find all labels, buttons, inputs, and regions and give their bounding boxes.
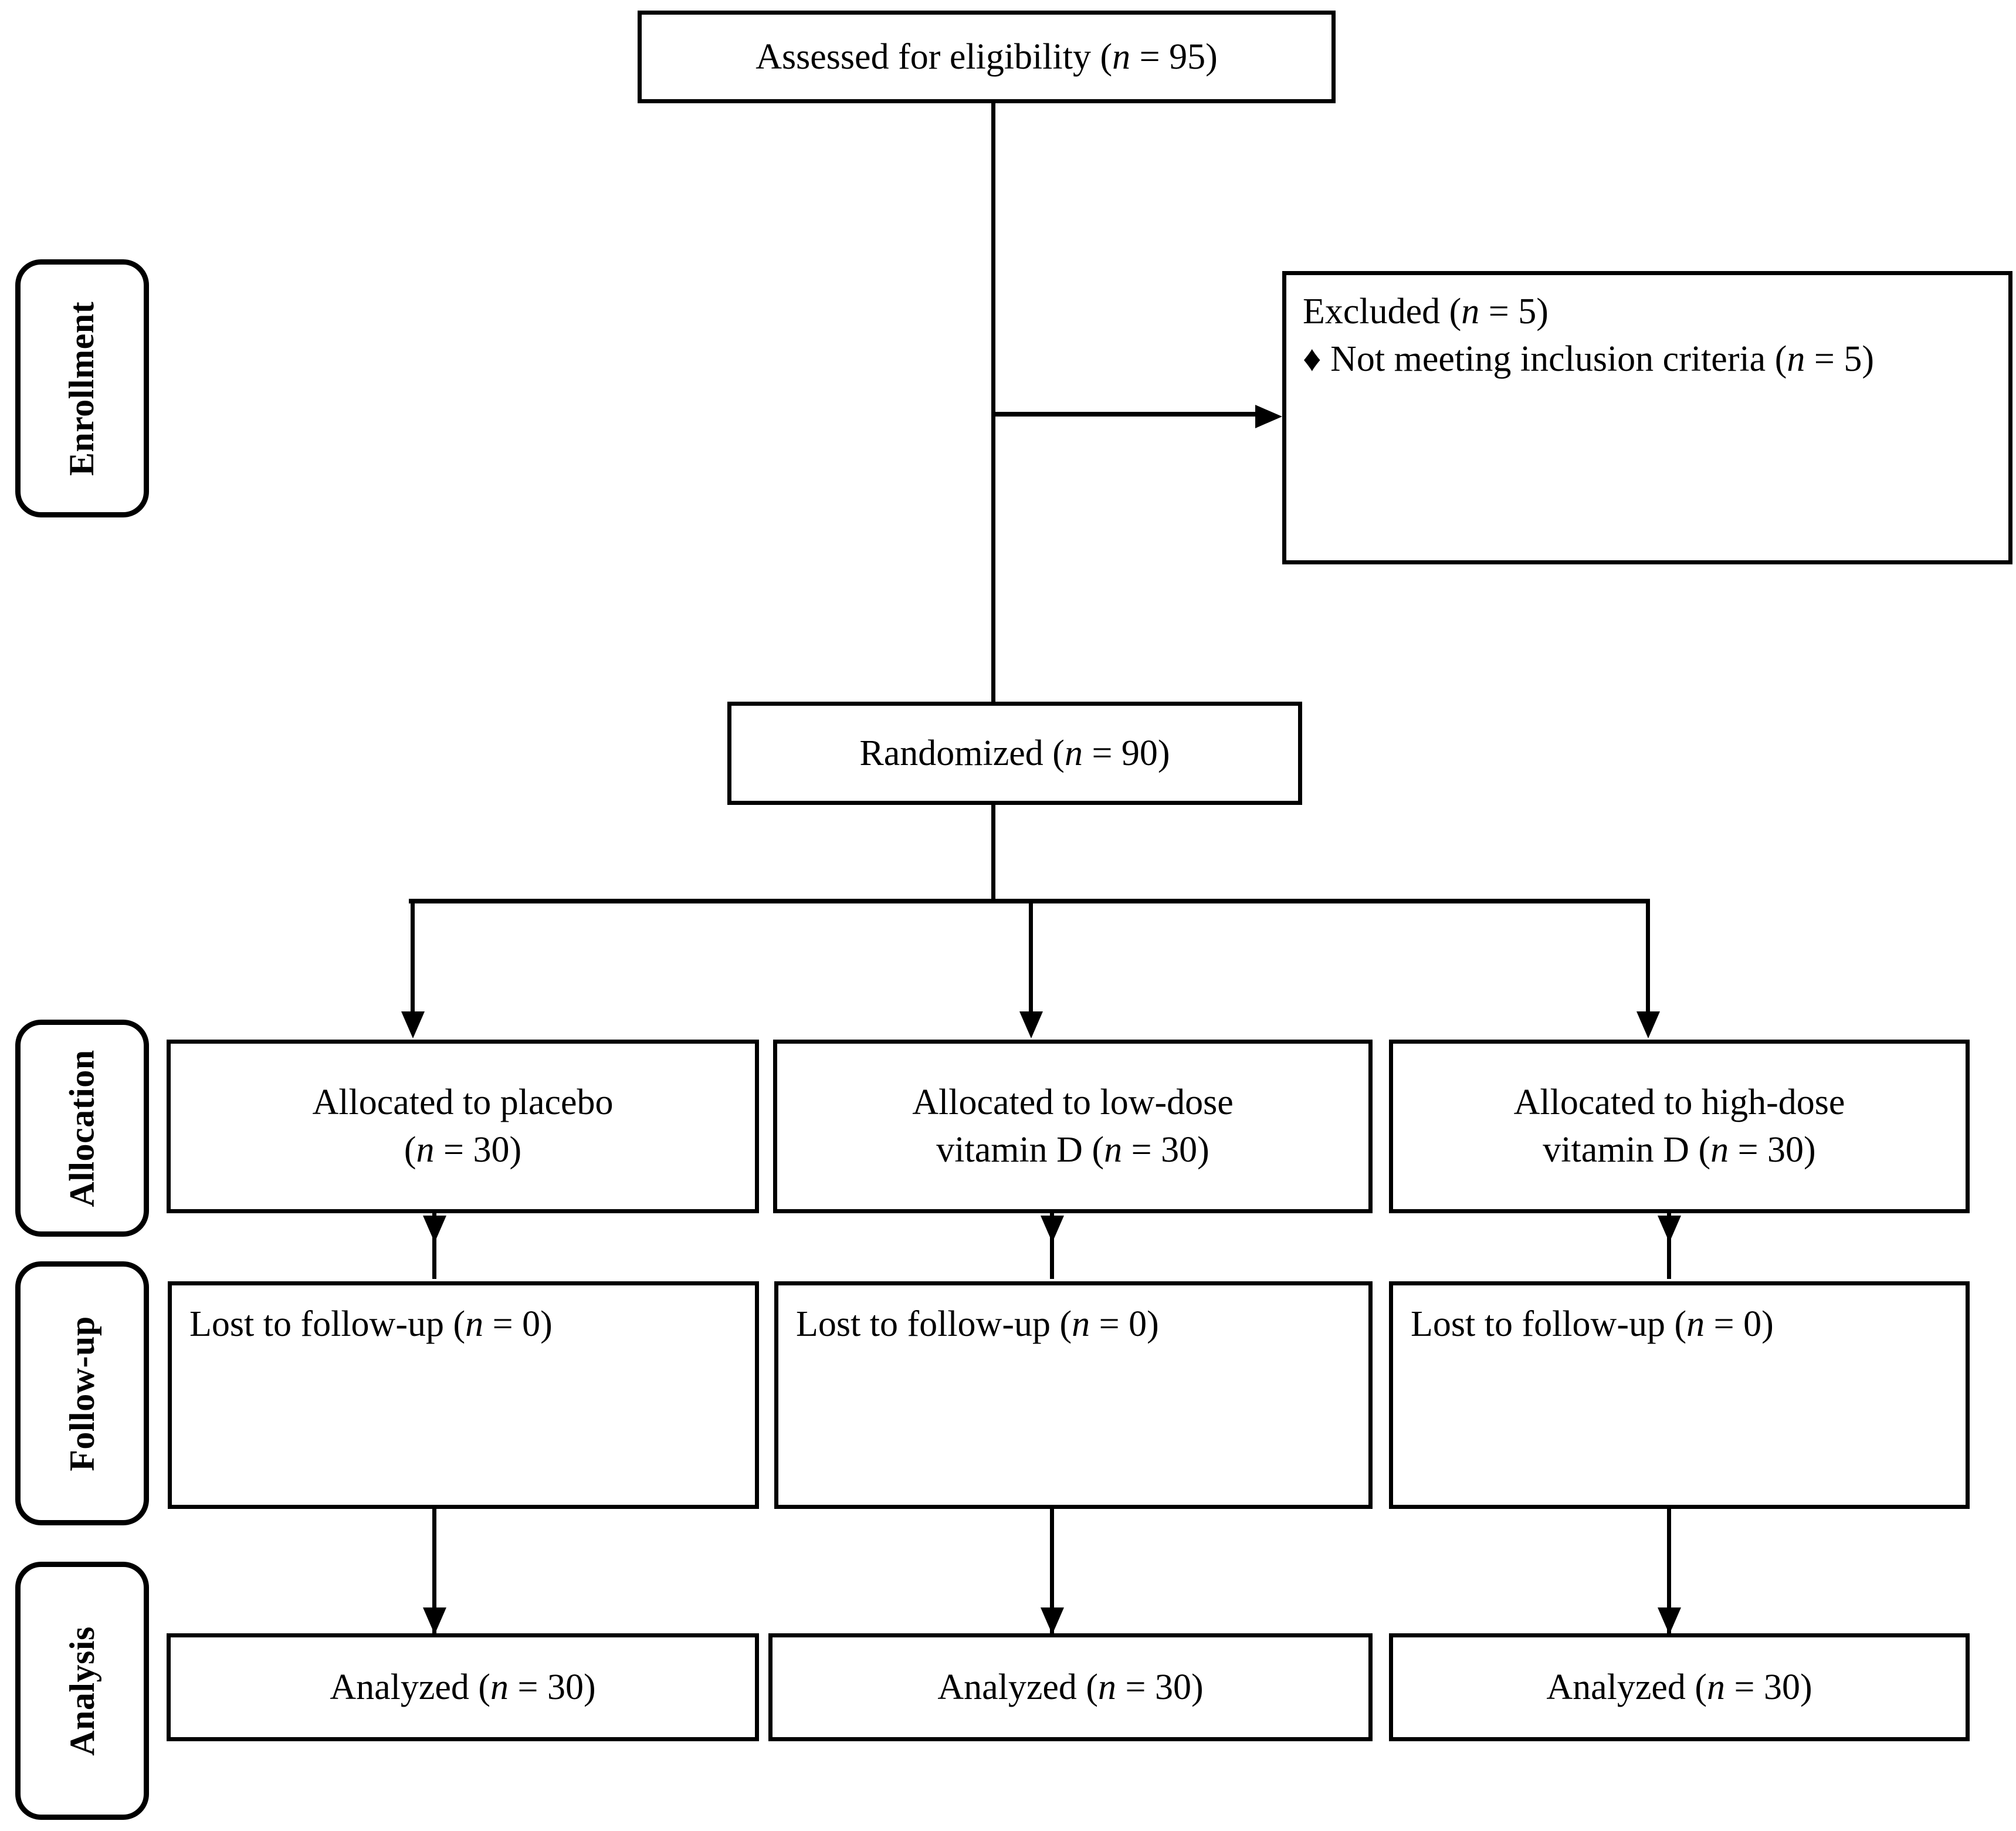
arrow-down-icon-to-analysis-high — [1658, 1607, 1681, 1634]
lost-placebo-italic-n: n — [465, 1304, 484, 1344]
node-lost-followup-high-dose: Lost to follow-up (n = 0) — [1389, 1281, 1970, 1509]
connector-alloc-to-followup-high — [1667, 1213, 1671, 1279]
alloc-low-line2-suffix: = 30) — [1122, 1130, 1209, 1170]
connector-split-leg-placebo — [411, 899, 415, 1016]
alloc-high-line2-prefix: vitamin D ( — [1543, 1130, 1711, 1170]
assessed-italic-n: n — [1112, 36, 1131, 77]
randomized-italic-n: n — [1064, 733, 1083, 773]
node-lost-followup-placebo-text: Lost to follow-up (n = 0) — [172, 1285, 570, 1348]
lost-low-suffix: = 0) — [1090, 1304, 1159, 1344]
connector-split-leg-low — [1029, 899, 1033, 1016]
excluded-reason-italic-n: n — [1787, 339, 1805, 379]
stage-label-followup: Follow-up — [15, 1261, 149, 1525]
node-allocated-low-dose-text: Allocated to low-dose vitamin D (n = 30) — [897, 1079, 1249, 1173]
alloc-placebo-italic-n: n — [416, 1130, 435, 1170]
stage-label-enrollment: Enrollment — [15, 259, 149, 517]
node-analyzed-low-dose-text: Analyzed (n = 30) — [922, 1664, 1218, 1711]
node-randomized-text: Randomized (n = 90) — [844, 730, 1185, 777]
node-lost-followup-low-dose-text: Lost to follow-up (n = 0) — [778, 1285, 1177, 1348]
node-analyzed-high-dose: Analyzed (n = 30) — [1389, 1633, 1970, 1741]
arrow-down-icon-to-alloc-high — [1636, 1011, 1660, 1038]
analyzed-low-italic-n: n — [1098, 1667, 1117, 1707]
connector-randomized-stem — [991, 805, 995, 902]
connector-followup-to-analysis-low — [1050, 1509, 1054, 1638]
alloc-low-line2-prefix: vitamin D ( — [936, 1130, 1104, 1170]
lost-placebo-prefix: Lost to follow-up ( — [189, 1304, 466, 1344]
node-randomized: Randomized (n = 90) — [727, 702, 1302, 805]
diamond-bullet-icon: ♦ — [1303, 339, 1322, 379]
arrow-down-icon-to-analysis-low — [1041, 1607, 1064, 1634]
lost-high-suffix: = 0) — [1705, 1304, 1774, 1344]
arrow-down-icon-to-alloc-placebo — [401, 1011, 425, 1038]
node-lost-followup-placebo: Lost to follow-up (n = 0) — [168, 1281, 759, 1509]
arrow-down-icon-to-followup-high — [1658, 1216, 1681, 1243]
analyzed-high-suffix: = 30) — [1725, 1667, 1812, 1707]
alloc-placebo-line2-suffix: = 30) — [434, 1130, 522, 1170]
node-analyzed-placebo-text: Analyzed (n = 30) — [314, 1664, 611, 1711]
node-lost-followup-low-dose: Lost to follow-up (n = 0) — [774, 1281, 1373, 1509]
connector-followup-to-analysis-high — [1667, 1509, 1671, 1638]
node-allocated-placebo: Allocated to placebo (n = 30) — [167, 1040, 759, 1213]
alloc-high-line1: Allocated to high-dose — [1513, 1082, 1845, 1123]
randomized-prefix: Randomized ( — [859, 733, 1065, 773]
node-analyzed-placebo: Analyzed (n = 30) — [167, 1633, 759, 1741]
connector-split-leg-high — [1646, 899, 1650, 1016]
lost-high-italic-n: n — [1686, 1304, 1705, 1344]
lost-low-prefix: Lost to follow-up ( — [796, 1304, 1072, 1344]
node-assessed-text: Assessed for eligibility (n = 95) — [740, 33, 1233, 81]
lost-placebo-suffix: = 0) — [483, 1304, 553, 1344]
stage-label-allocation: Allocation — [15, 1020, 149, 1237]
node-analyzed-low-dose: Analyzed (n = 30) — [768, 1633, 1373, 1741]
node-assessed-for-eligibility: Assessed for eligibility (n = 95) — [638, 11, 1336, 103]
analyzed-high-prefix: Analyzed ( — [1546, 1667, 1707, 1707]
arrow-down-icon-to-followup-placebo — [423, 1216, 446, 1243]
assessed-suffix: = 95) — [1130, 36, 1218, 77]
arrow-right-icon-to-excluded — [1255, 405, 1282, 428]
excluded-prefix: Excluded ( — [1303, 292, 1462, 331]
assessed-prefix: Assessed for eligibility ( — [755, 36, 1113, 77]
analyzed-placebo-suffix: = 30) — [509, 1667, 596, 1707]
analyzed-placebo-prefix: Analyzed ( — [330, 1667, 491, 1707]
arrow-down-icon-to-followup-low — [1041, 1216, 1064, 1243]
connector-followup-to-analysis-placebo — [432, 1509, 436, 1638]
alloc-high-italic-n: n — [1710, 1130, 1729, 1170]
analyzed-low-prefix: Analyzed ( — [937, 1667, 1099, 1707]
node-allocated-low-dose: Allocated to low-dose vitamin D (n = 30) — [773, 1040, 1373, 1213]
alloc-low-italic-n: n — [1104, 1130, 1123, 1170]
excluded-reason-suffix: = 5) — [1805, 339, 1874, 379]
alloc-placebo-line2-prefix: ( — [404, 1130, 416, 1170]
randomized-suffix: = 90) — [1082, 733, 1170, 773]
connector-alloc-to-followup-placebo — [432, 1213, 436, 1279]
alloc-low-line1: Allocated to low-dose — [912, 1082, 1234, 1123]
stage-label-allocation-text: Allocation — [62, 1049, 101, 1207]
stage-label-followup-text: Follow-up — [62, 1315, 101, 1471]
excluded-suffix: = 5) — [1479, 292, 1549, 331]
alloc-high-line2-suffix: = 30) — [1729, 1130, 1816, 1170]
arrow-down-icon-to-analysis-placebo — [423, 1607, 446, 1634]
lost-low-italic-n: n — [1072, 1304, 1090, 1344]
node-excluded-text: Excluded (n = 5)♦ Not meeting inclusion … — [1286, 275, 1890, 383]
alloc-placebo-line1: Allocated to placebo — [312, 1082, 614, 1123]
stage-label-enrollment-text: Enrollment — [62, 301, 101, 476]
arrow-down-icon-to-alloc-low — [1019, 1011, 1043, 1038]
excluded-italic-n: n — [1461, 292, 1480, 331]
node-lost-followup-high-dose-text: Lost to follow-up (n = 0) — [1393, 1285, 1791, 1348]
connector-assessed-to-randomized — [991, 103, 995, 705]
node-allocated-high-dose-text: Allocated to high-dose vitamin D (n = 30) — [1499, 1079, 1861, 1173]
node-allocated-high-dose: Allocated to high-dose vitamin D (n = 30) — [1389, 1040, 1970, 1213]
stage-label-analysis: Analysis — [15, 1562, 149, 1820]
connector-to-excluded-line — [991, 412, 1255, 417]
node-allocated-placebo-text: Allocated to placebo (n = 30) — [297, 1079, 628, 1173]
excluded-reason-prefix: Not meeting inclusion criteria ( — [1321, 339, 1787, 379]
analyzed-placebo-italic-n: n — [490, 1667, 509, 1707]
connector-alloc-to-followup-low — [1050, 1213, 1054, 1279]
node-excluded: Excluded (n = 5)♦ Not meeting inclusion … — [1282, 271, 2012, 564]
analyzed-low-suffix: = 30) — [1116, 1667, 1204, 1707]
lost-high-prefix: Lost to follow-up ( — [1411, 1304, 1687, 1344]
stage-label-analysis-text: Analysis — [62, 1626, 101, 1756]
node-analyzed-high-dose-text: Analyzed (n = 30) — [1531, 1664, 1827, 1711]
analyzed-high-italic-n: n — [1707, 1667, 1726, 1707]
